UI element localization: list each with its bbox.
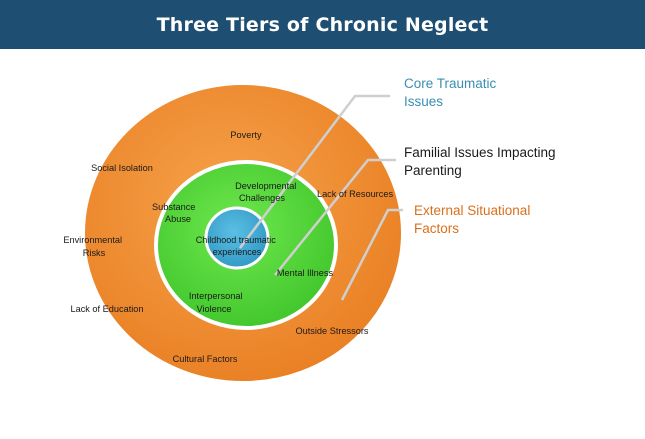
core-item-childhood-traumatic-experiences: Childhood traumatic experiences [196,235,279,257]
external-item-outside-stressors: Outside Stressors [295,326,368,336]
external-item-environmental-risks: Environmental Risks [63,235,124,258]
leader-line-familial [274,158,396,276]
familial-item-developmental-challenges: Developmental Challenges [235,181,299,203]
external-item-poverty: Poverty [230,130,262,140]
external-item-social-isolation: Social Isolation [91,163,153,173]
external-item-lack-of-resources: Lack of Resources [317,189,393,199]
inner-circle-core [204,206,270,270]
leader-line-external [340,208,403,301]
tier-label-external: External Situational Factors [414,203,534,236]
familial-item-interpersonal-violence: Interpersonal Violence [189,291,245,314]
external-item-cultural-factors: Cultural Factors [173,354,238,364]
header-bar: Three Tiers of Chronic Neglect [0,0,645,49]
tier-label-core: Core Traumatic Issues [404,76,500,109]
leader-line-core [239,94,390,249]
external-item-lack-of-education: Lack of Education [70,304,143,314]
familial-item-substance-abuse: Substance Abuse [152,202,198,224]
tier-label-familial: Familial Issues Impacting Parenting [404,145,559,178]
familial-item-mental-illness: Mental Illness [277,268,334,278]
page-title: Three Tiers of Chronic Neglect [156,13,489,36]
